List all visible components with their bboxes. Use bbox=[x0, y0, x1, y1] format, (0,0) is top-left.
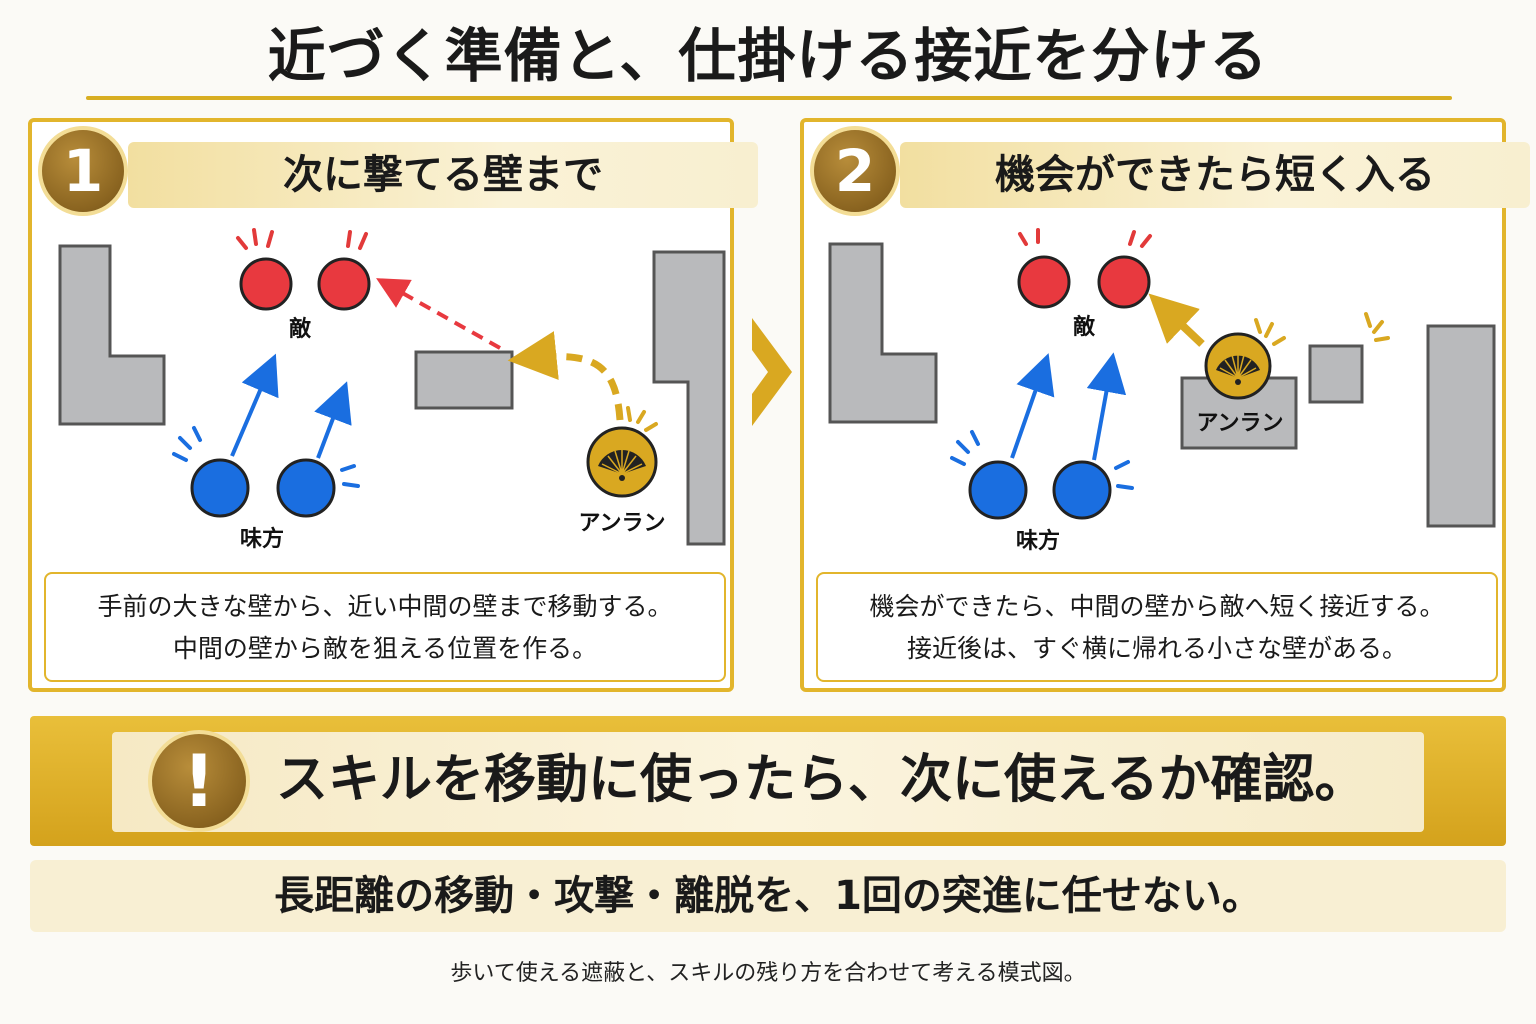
ally-label: 味方 bbox=[1016, 528, 1060, 554]
large-wall bbox=[828, 242, 938, 424]
enemy-marker bbox=[1017, 255, 1071, 309]
ally-move-arrow bbox=[1086, 352, 1127, 461]
ally-marker bbox=[276, 458, 336, 518]
step-1-header: 次に撃てる壁まで bbox=[128, 142, 758, 208]
attack-path bbox=[376, 278, 501, 350]
small-wall bbox=[1308, 344, 1364, 404]
step-2-caption-line: 接近後は、すぐ横に帰れる小さな壁がある。 bbox=[906, 634, 1407, 663]
enemy-alert-marks bbox=[1018, 228, 1152, 248]
enemy-marker bbox=[239, 257, 293, 311]
enemy-marker bbox=[1097, 255, 1151, 309]
alert-banner: ! スキルを移動に使ったら、次に使えるか確認。 bbox=[30, 716, 1506, 846]
step-2-heading: 機会ができたら短く入る bbox=[995, 152, 1435, 198]
exclamation-icon: ! bbox=[148, 730, 250, 832]
step-1-caption-line: 手前の大きな壁から、近い中間の壁まで移動する。 bbox=[97, 592, 673, 621]
chevron-right-icon bbox=[752, 318, 792, 426]
ally-label: 味方 bbox=[240, 526, 284, 552]
step-2-diagram: 敵 味方 アンラン bbox=[828, 228, 1496, 554]
note-banner: 長距離の移動・攻撃・離脱を、1回の突進に任せない。 bbox=[30, 860, 1506, 932]
ally-marker bbox=[1052, 460, 1112, 520]
alert-inner bbox=[112, 732, 1424, 832]
ally-move-arrow bbox=[230, 353, 279, 457]
right-wall bbox=[1426, 324, 1496, 528]
enemy-label: 敵 bbox=[1073, 314, 1096, 340]
note-text: 長距離の移動・攻撃・離脱を、1回の突進に任せない。 bbox=[274, 873, 1262, 919]
large-wall bbox=[58, 244, 166, 426]
player-label: アンラン bbox=[1196, 411, 1283, 436]
ally-marker bbox=[190, 458, 250, 518]
step-1-heading: 次に撃てる壁まで bbox=[283, 152, 603, 198]
right-wall bbox=[652, 250, 726, 546]
enemy-label: 敵 bbox=[289, 316, 312, 342]
middle-wall bbox=[414, 350, 514, 410]
move-path bbox=[507, 331, 624, 421]
step-2-number-badge: 2 bbox=[810, 126, 900, 216]
approach-arrow bbox=[1148, 293, 1205, 347]
ally-move-arrow bbox=[314, 381, 352, 459]
step-1-number-badge: 1 bbox=[38, 126, 128, 216]
fan-icon bbox=[1204, 332, 1272, 400]
step-2-caption-line: 機会ができたら、中間の壁から敵へ短く接近する。 bbox=[869, 592, 1445, 621]
enemy-marker bbox=[317, 257, 371, 311]
footer-caption: 歩いて使える遮蔽と、スキルの残り方を合わせて考える模式図。 bbox=[450, 961, 1086, 986]
step-1-panel: 次に撃てる壁まで 1 敵 bbox=[28, 118, 758, 692]
title-divider bbox=[86, 96, 1452, 100]
step-1-caption-line: 中間の壁から敵を狙える位置を作る。 bbox=[172, 634, 598, 663]
player-label: アンラン bbox=[578, 511, 665, 536]
player-marks bbox=[626, 406, 658, 432]
ally-marks bbox=[950, 430, 1134, 490]
enemy-alert-marks bbox=[236, 228, 368, 250]
ally-marks bbox=[172, 426, 360, 488]
alert-text: スキルを移動に使ったら、次に使えるか確認。 bbox=[276, 750, 1367, 810]
player-marks bbox=[1254, 312, 1390, 346]
fan-icon bbox=[586, 426, 658, 498]
step-2-header: 機会ができたら短く入る bbox=[900, 142, 1530, 208]
ally-move-arrow bbox=[1010, 353, 1055, 459]
page-title: 近づく準備と、仕掛ける接近を分ける bbox=[267, 22, 1269, 90]
step-1-diagram: 敵 味方 アンラン bbox=[58, 228, 726, 552]
step-2-caption: 機会ができたら、中間の壁から敵へ短く接近する。 接近後は、すぐ横に帰れる小さな壁… bbox=[816, 572, 1498, 682]
ally-marker bbox=[968, 460, 1028, 520]
step-1-caption: 手前の大きな壁から、近い中間の壁まで移動する。 中間の壁から敵を狙える位置を作る… bbox=[44, 572, 726, 682]
step-2-panel: 機会ができたら短く入る 2 敵 bbox=[800, 118, 1530, 692]
